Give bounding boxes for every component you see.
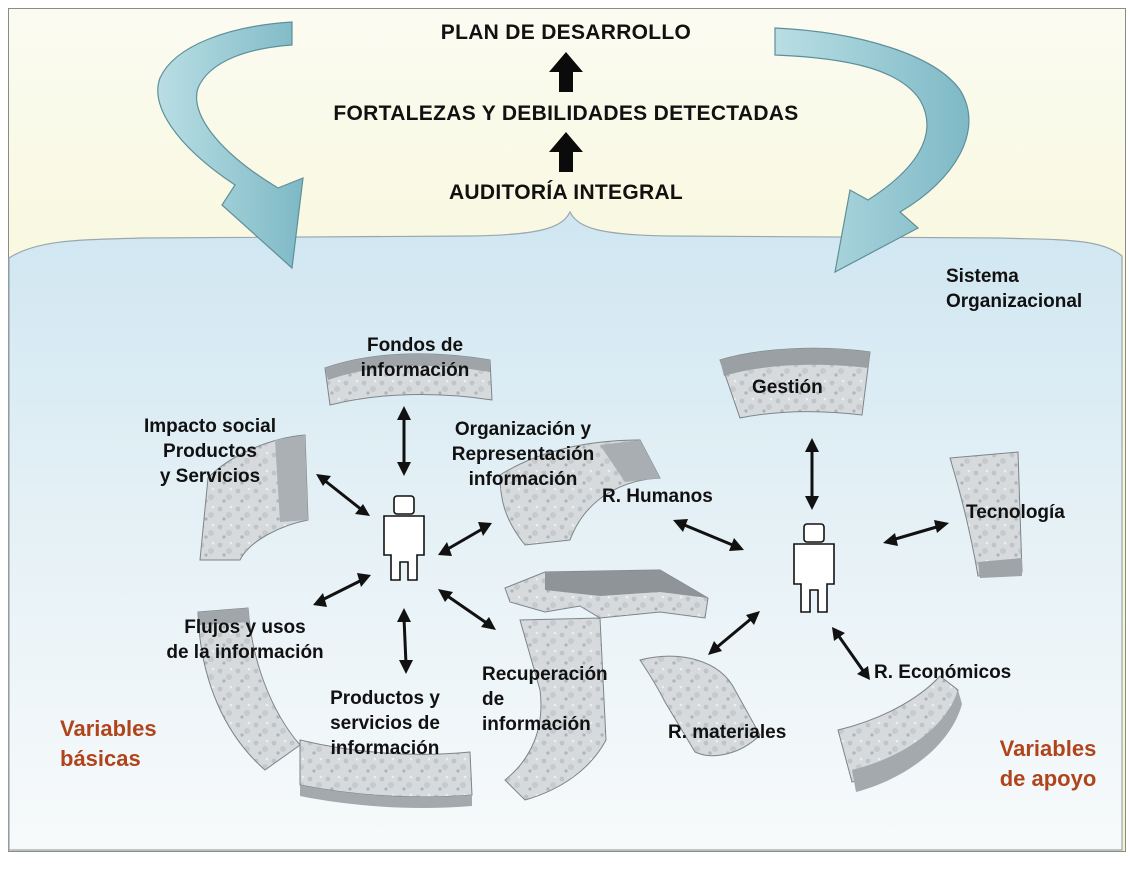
slab-fondos: [324, 353, 493, 406]
node-organizacion-line2: Representación: [451, 444, 595, 465]
node-productos-line2: servicios de: [330, 713, 440, 734]
node-recuperacion-line1: Recuperación: [482, 664, 608, 685]
node-impacto-line2: Productos: [163, 441, 257, 462]
node-impacto-line3: y Servicios: [159, 466, 261, 487]
group-basicas-line1: Variables: [60, 716, 157, 741]
node-organizacion-representacion: Organización y Representación informació…: [432, 417, 614, 492]
person-icon-basic: [383, 495, 425, 581]
left-cycle-arrow: [157, 21, 304, 270]
sistema-label-line2: Organizacional: [946, 291, 1083, 312]
sistema-label-line1: Sistema: [946, 266, 1019, 287]
node-productos-line1: Productos y: [330, 688, 440, 709]
node-recuperacion-informacion: Recuperación de información: [482, 662, 608, 737]
group-variables-basicas: Variables básicas: [60, 714, 157, 774]
up-arrow-1: [549, 52, 583, 92]
node-recuperacion-line2: de: [482, 689, 505, 710]
slab-organizacion: [499, 439, 661, 546]
slab-recuperacion-top: [504, 569, 709, 619]
up-arrow-2: [549, 132, 583, 172]
node-productos-servicios: Productos y servicios de información: [310, 686, 460, 761]
node-productos-line3: información: [330, 738, 440, 759]
plan-desarrollo-title: PLAN DE DESARROLLO: [440, 21, 692, 44]
slab-gestion: [719, 347, 871, 419]
slab-economicos: [837, 675, 962, 792]
node-gestion: Gestión: [752, 377, 823, 398]
slab-flujos: [197, 607, 301, 771]
fortalezas-debilidades-title: FORTALEZAS Y DEBILIDADES DETECTADAS: [333, 102, 799, 125]
sistema-organizacional-label: Sistema Organizacional: [946, 264, 1082, 314]
group-apoyo-line2: de apoyo: [999, 766, 1097, 791]
node-recursos-materiales: R. materiales: [668, 722, 787, 743]
slab-tecnologia: [949, 451, 1023, 578]
node-fondos-line2: información: [360, 360, 470, 381]
node-fondos-line1: Fondos de: [366, 335, 464, 356]
node-flujos-line1: Flujos y usos: [184, 617, 306, 638]
node-recursos-humanos: R. Humanos: [602, 486, 713, 507]
node-flujos-line2: de la información: [166, 642, 324, 663]
node-impacto-line1: Impacto social: [144, 416, 276, 437]
group-basicas-line2: básicas: [60, 746, 141, 771]
node-organizacion-line1: Organización y: [454, 419, 592, 440]
person-icon-support: [793, 523, 835, 613]
node-tecnologia: Tecnología: [966, 502, 1065, 523]
node-recuperacion-line3: información: [482, 714, 591, 735]
slab-recuperacion: [504, 617, 607, 801]
auditoria-integral-title: AUDITORÍA INTEGRAL: [448, 181, 684, 204]
group-apoyo-line1: Variables: [999, 736, 1097, 761]
node-recursos-economicos: R. Económicos: [874, 662, 1012, 683]
group-variables-apoyo: Variables de apoyo: [978, 734, 1118, 794]
node-fondos-informacion: Fondos de información: [350, 333, 480, 383]
node-impacto-social: Impacto social Productos y Servicios: [120, 414, 300, 489]
node-organizacion-line3: información: [468, 469, 578, 490]
right-cycle-arrow: [774, 27, 970, 274]
node-flujos-usos: Flujos y usos de la información: [140, 615, 350, 665]
slab-productos: [299, 739, 473, 808]
link-arrows: [313, 406, 949, 680]
slab-impacto: [199, 434, 309, 561]
slab-materiales: [639, 655, 761, 757]
